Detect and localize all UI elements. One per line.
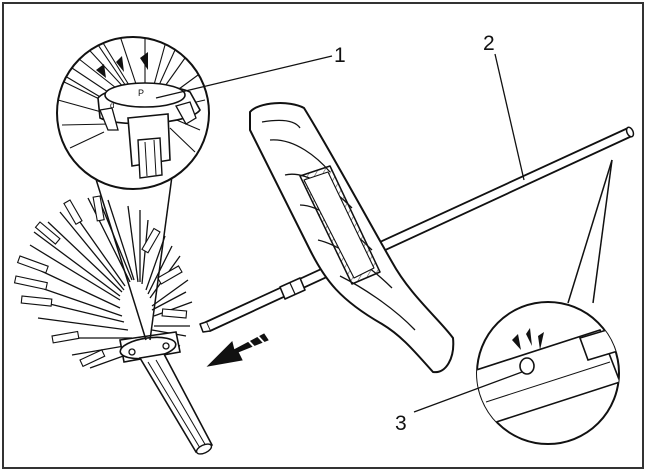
callout-leaders: [155, 53, 525, 413]
leader-1: [155, 55, 333, 99]
callout-1: 1: [334, 44, 346, 67]
detail-magnifier-bottom: [476, 159, 620, 445]
callout-2: 2: [483, 32, 495, 55]
detail-magnifier-top: P d: [56, 36, 210, 341]
click-indicator-top: [96, 52, 148, 78]
brush-head: [13, 195, 214, 455]
leader-3: [413, 371, 523, 413]
click-indicator-bottom: [512, 328, 544, 350]
svg-text:P: P: [138, 88, 144, 98]
leader-2: [494, 53, 525, 181]
callout-3: 3: [395, 412, 407, 435]
paddle-blade: [249, 102, 455, 374]
push-direction-arrow: [206, 332, 269, 367]
rod: [199, 126, 635, 333]
svg-text:d: d: [110, 101, 114, 110]
